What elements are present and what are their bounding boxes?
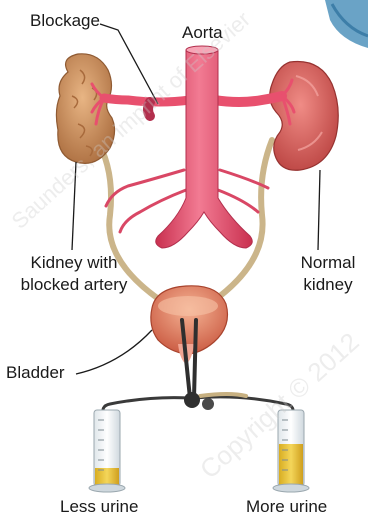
label-normal-kidney-line2: kidney bbox=[292, 274, 364, 296]
label-bladder: Bladder bbox=[6, 362, 65, 384]
label-less-urine: Less urine bbox=[60, 496, 138, 517]
label-normal-kidney-line1: Normal bbox=[292, 252, 364, 274]
label-kidney-blocked-line1: Kidney with bbox=[12, 252, 136, 274]
label-kidney-blocked-line2: blocked artery bbox=[12, 274, 136, 296]
leader-kidney-normal bbox=[318, 170, 320, 250]
label-aorta: Aorta bbox=[182, 22, 223, 44]
bladder bbox=[151, 286, 228, 364]
urine-level-left bbox=[95, 468, 119, 485]
kidney-normal bbox=[270, 61, 339, 170]
label-more-urine: More urine bbox=[246, 496, 327, 517]
label-blockage: Blockage bbox=[30, 10, 100, 32]
leader-bladder bbox=[76, 330, 152, 374]
background-figure-corner bbox=[325, 0, 368, 48]
left-cylinder bbox=[89, 410, 125, 492]
label-normal-kidney: Normal kidney bbox=[292, 252, 364, 296]
label-kidney-blocked: Kidney with blocked artery bbox=[12, 252, 136, 296]
